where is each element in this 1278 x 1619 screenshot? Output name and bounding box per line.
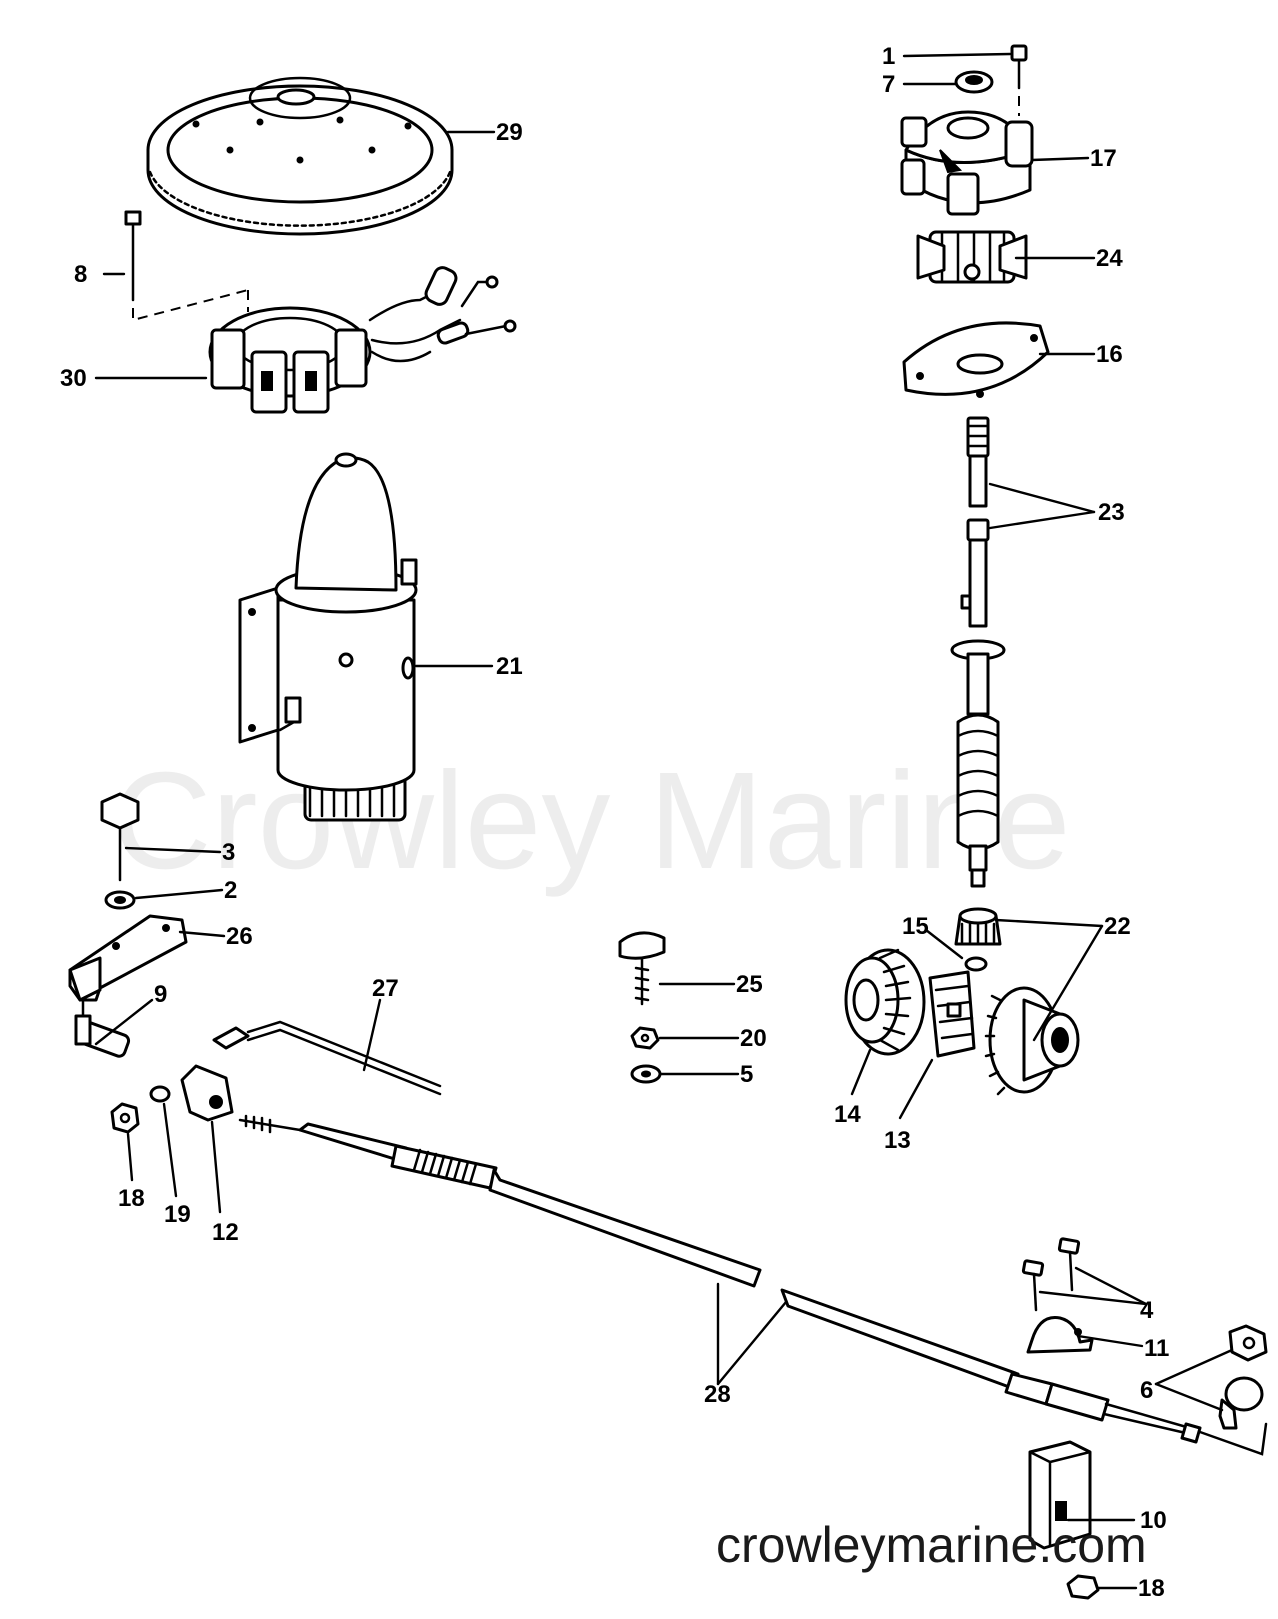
shift-rod-part — [212, 1020, 442, 1096]
water-pump-bolt-part — [1010, 44, 1028, 116]
callout-28: 28 — [704, 1381, 731, 1408]
flywheel-part — [146, 76, 454, 236]
impeller-plate-part — [902, 321, 1050, 398]
callout-27: 27 — [372, 975, 399, 1002]
pump-seal-part — [954, 70, 994, 94]
cable-ball-joint-part — [1218, 1324, 1268, 1430]
callout-4: 4 — [1140, 1297, 1154, 1324]
callout-22: 22 — [1104, 913, 1131, 940]
shift-bolt-part — [100, 792, 140, 882]
starter-motor-part — [238, 452, 418, 822]
callout-labels: 1 7 17 24 16 23 29 8 30 21 3 2 26 9 27 2… — [60, 43, 1169, 1602]
reverse-gear-part — [984, 986, 1080, 1096]
callout-15: 15 — [902, 913, 929, 940]
lock-washer-part — [149, 1085, 171, 1103]
callout-14: 14 — [834, 1101, 861, 1128]
leader-lines — [94, 52, 1234, 1590]
thumb-screw-part — [618, 931, 666, 1006]
callout-2: 2 — [224, 877, 237, 904]
callout-11: 11 — [1144, 1335, 1169, 1362]
callout-12: 12 — [212, 1219, 239, 1246]
callout-8: 8 — [74, 261, 87, 288]
callout-24: 24 — [1096, 245, 1123, 272]
bolt-8-part — [124, 210, 249, 322]
remote-control-cable-part — [238, 1114, 1268, 1456]
shift-clamp-part — [180, 1064, 234, 1122]
driveshaft-part — [950, 416, 1006, 888]
callout-25: 25 — [736, 971, 763, 998]
callout-18a: 18 — [118, 1185, 145, 1212]
watermark-footer: crowleymarine.com — [716, 1517, 1147, 1573]
callout-16: 16 — [1096, 341, 1123, 368]
callout-19: 19 — [164, 1201, 191, 1228]
watermark-center: Crowley Marine — [112, 744, 1071, 898]
callout-1: 1 — [882, 43, 895, 70]
bracket-nut-part — [1066, 1574, 1100, 1600]
impeller-part — [916, 230, 1028, 284]
callout-18b: 18 — [1138, 1575, 1165, 1602]
forward-gear-part — [844, 948, 926, 1056]
callout-29: 29 — [496, 119, 523, 146]
callout-21: 21 — [496, 653, 523, 680]
callout-9: 9 — [154, 981, 167, 1008]
callout-5: 5 — [740, 1061, 753, 1088]
washer-5-part — [630, 1064, 662, 1084]
callout-3: 3 — [222, 839, 235, 866]
stator-part — [208, 266, 517, 414]
callout-6: 6 — [1140, 1377, 1153, 1404]
cable-clamp-part — [1026, 1315, 1094, 1354]
callout-20: 20 — [740, 1025, 767, 1052]
callout-30: 30 — [60, 365, 87, 392]
callout-13: 13 — [884, 1127, 911, 1154]
cable-bracket-part — [1028, 1440, 1092, 1550]
shift-lever-part — [68, 914, 188, 1002]
callout-26: 26 — [226, 923, 253, 950]
callout-7: 7 — [882, 71, 895, 98]
callout-10: 10 — [1140, 1507, 1167, 1534]
callout-17: 17 — [1090, 145, 1117, 172]
pump-housing-part — [900, 110, 1034, 216]
cable-clamp-screws-part — [1021, 1237, 1081, 1312]
hex-nut-part — [110, 1102, 140, 1134]
shift-rod-connector-part — [74, 1000, 131, 1058]
callout-23: 23 — [1098, 499, 1125, 526]
shift-washer-part — [104, 890, 136, 910]
pinion-gear-part — [954, 907, 1002, 946]
clutch-dog-part — [928, 970, 976, 1058]
thrust-washer-part — [964, 956, 988, 972]
nut-20-part — [630, 1026, 660, 1050]
